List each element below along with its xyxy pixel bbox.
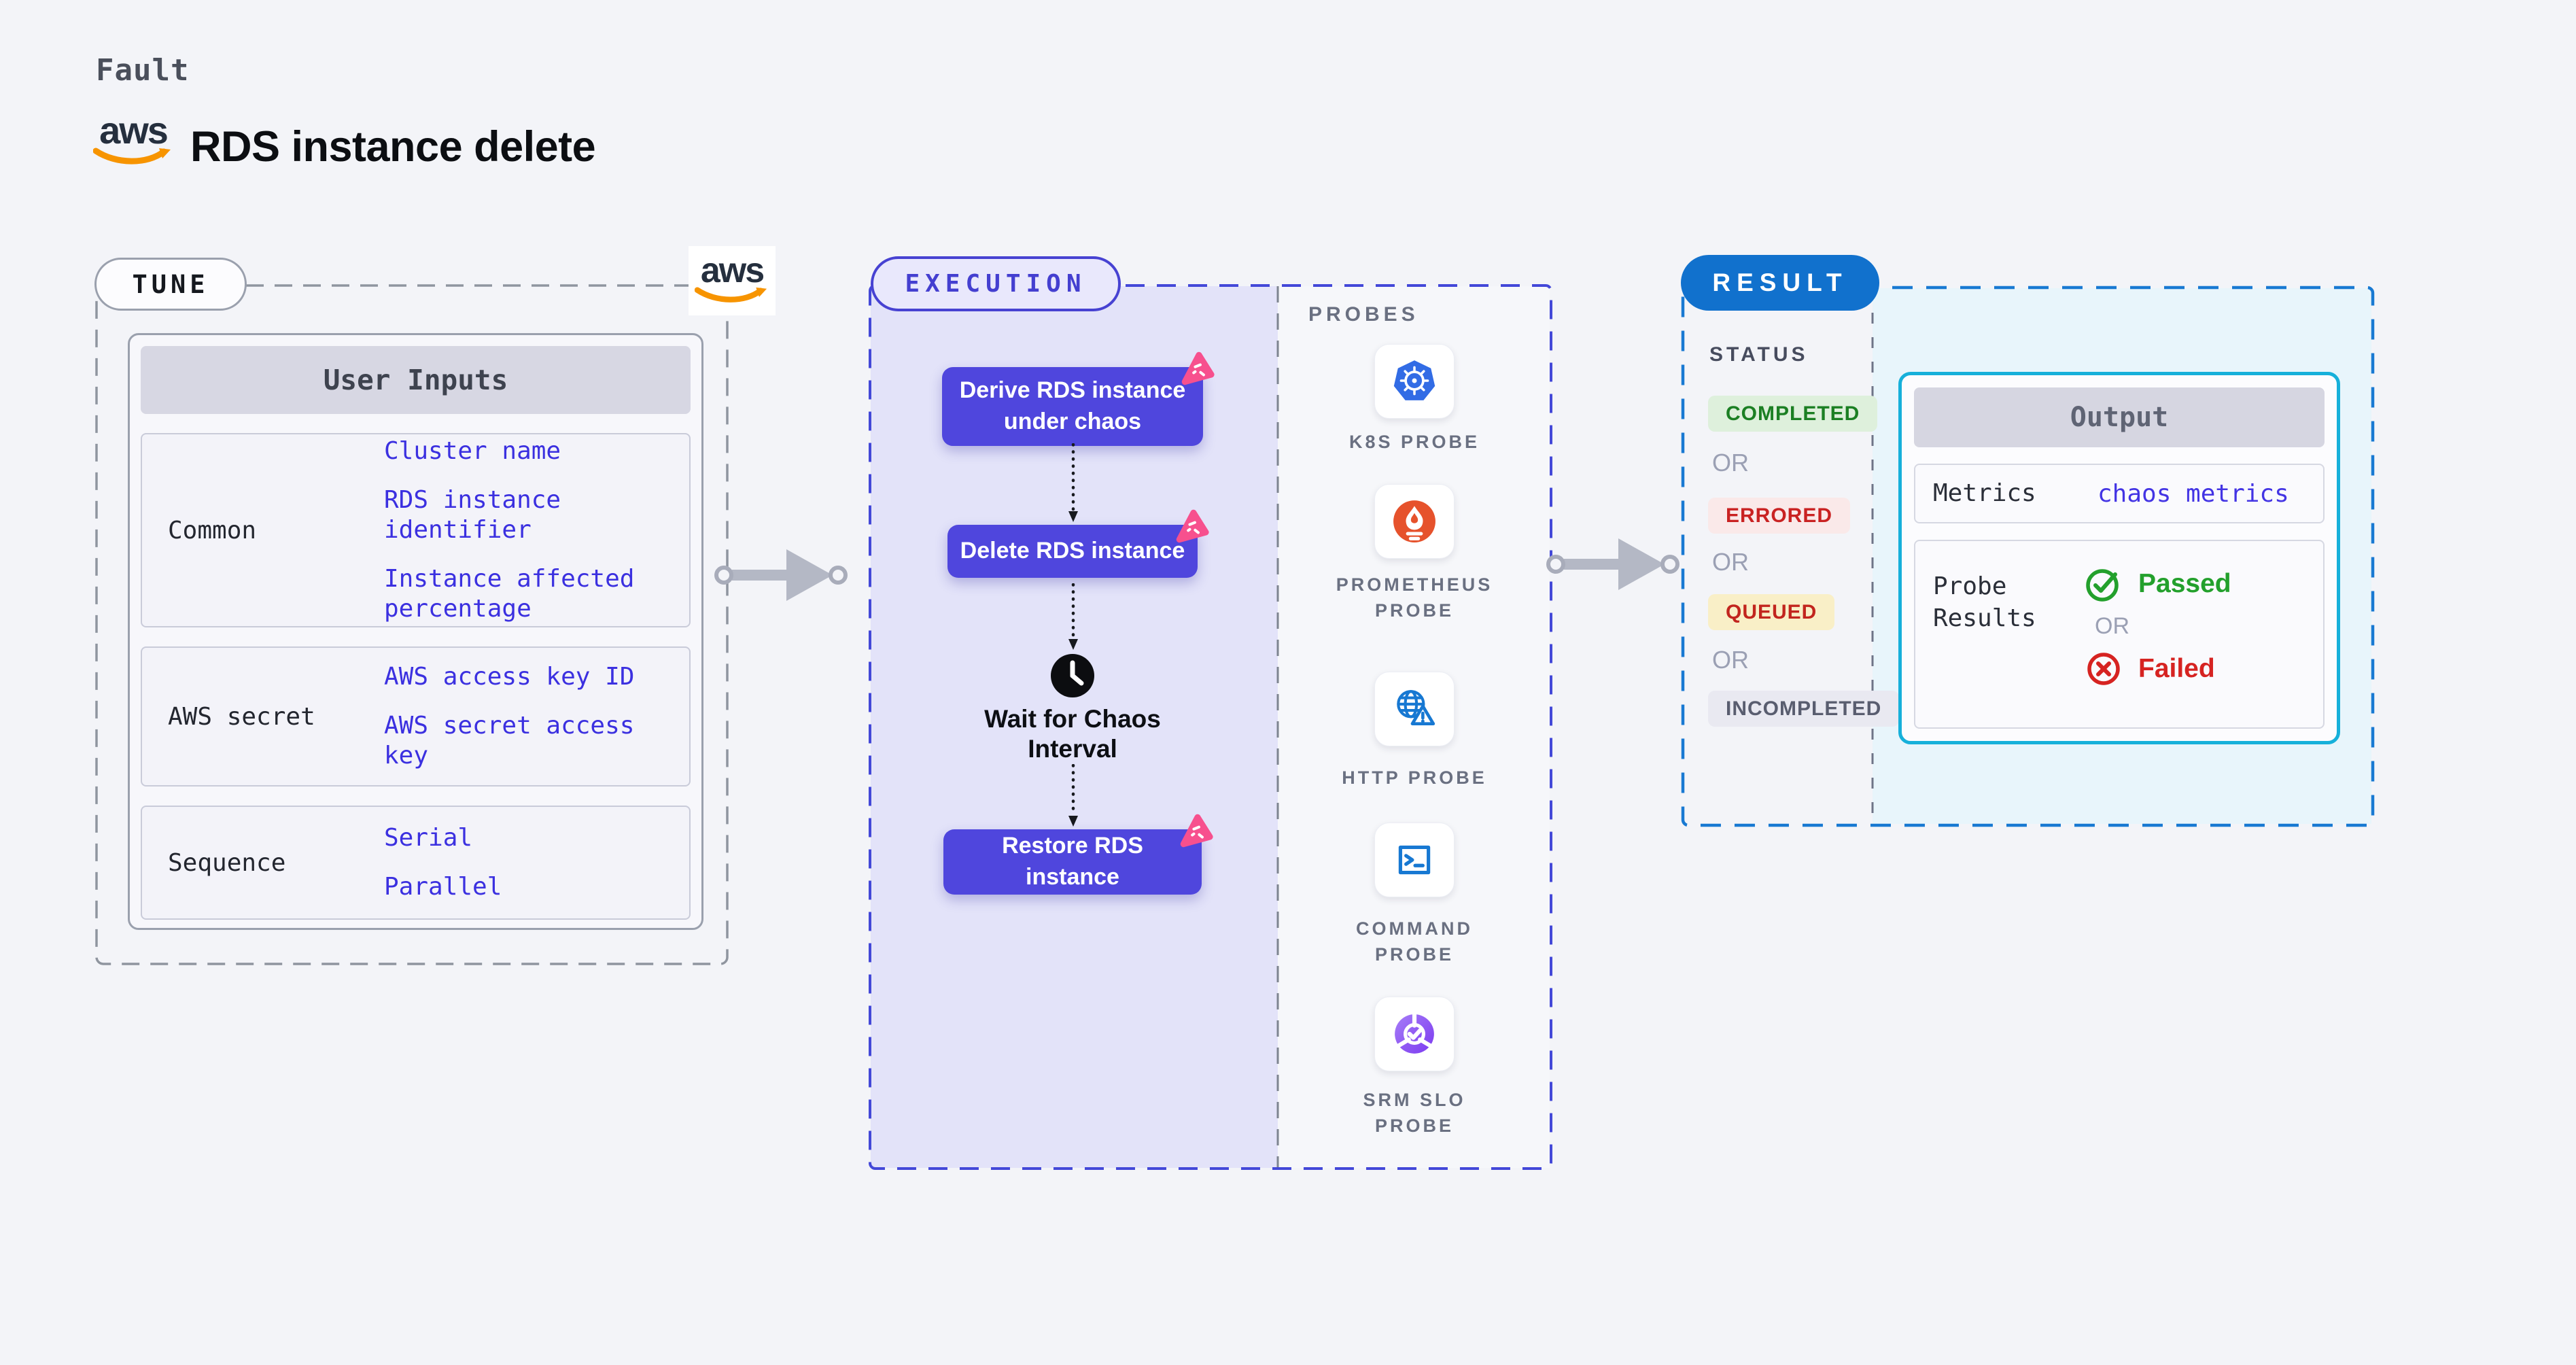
aws-logo-text: aws xyxy=(99,109,169,152)
status-badge-errored: ERRORED xyxy=(1708,498,1851,534)
or-label: OR xyxy=(1712,646,1749,674)
aws-logo-corner: aws xyxy=(689,246,776,315)
row-label: Sequence xyxy=(168,848,286,877)
flow-connector-icon xyxy=(1068,583,1078,650)
row-label: Common xyxy=(168,516,257,545)
user-inputs-header: User Inputs xyxy=(141,346,691,414)
chaos-metrics-link[interactable]: chaos metrics xyxy=(2098,479,2289,508)
or-label: OR xyxy=(1712,548,1749,576)
chaos-icon xyxy=(1180,814,1213,848)
metrics-label: Metrics xyxy=(1933,479,2036,507)
verdict-failed: Failed xyxy=(2085,651,2231,687)
or-label: OR xyxy=(1712,449,1749,477)
status-badge-completed: COMPLETED xyxy=(1708,396,1878,432)
aws-logo: aws xyxy=(93,111,173,167)
chaos-icon xyxy=(1181,351,1215,385)
failed-label: Failed xyxy=(2138,654,2215,683)
probe-label-http: HTTP PROBE xyxy=(1342,767,1487,788)
probes-title: PROBES xyxy=(1308,303,1419,326)
aws-swoosh-icon xyxy=(695,287,767,303)
step-derive-rds: Derive RDS instance under chaos xyxy=(942,351,1215,446)
input-link[interactable]: Instance affected percentage xyxy=(384,564,635,623)
input-link[interactable]: AWS secret access key xyxy=(384,712,635,770)
user-inputs-row-sequence: Sequence Serial Parallel xyxy=(141,806,691,920)
aws-logo-text: aws xyxy=(700,251,765,291)
x-circle-icon xyxy=(2087,653,2120,685)
tune-badge-label: TUNE xyxy=(132,269,209,299)
kubernetes-icon xyxy=(1393,360,1435,400)
step-label: Derive RDS instance under chaos xyxy=(959,377,1186,434)
result-badge: RESULT xyxy=(1681,255,1879,311)
passed-label: Passed xyxy=(2138,569,2231,598)
probe-label-prometheus: PROMETHEUS PROBE xyxy=(1336,574,1493,621)
input-link[interactable]: Parallel xyxy=(384,873,502,901)
flow-connector-icon xyxy=(1068,443,1078,522)
prometheus-icon xyxy=(1393,500,1435,542)
status-title: STATUS xyxy=(1709,343,1809,366)
metrics-row: Metrics chaos metrics xyxy=(1914,464,2325,523)
execution-badge-label: EXECUTION xyxy=(905,270,1087,298)
input-link[interactable]: RDS instance identifier xyxy=(384,486,561,545)
input-link[interactable]: AWS access key ID xyxy=(384,663,635,691)
user-inputs-row-common: Common Cluster name RDS instance identif… xyxy=(141,433,691,627)
row-label: AWS secret xyxy=(168,702,315,731)
tune-badge: TUNE xyxy=(94,258,247,311)
or-label: OR xyxy=(2095,613,2129,639)
step-restore-rds: Restore RDS instance xyxy=(943,814,1213,895)
result-badge-label: RESULT xyxy=(1712,269,1848,296)
flow-connector-icon xyxy=(1068,764,1078,827)
status-badge-queued: QUEUED xyxy=(1708,594,1835,630)
step-label: Delete RDS instance xyxy=(960,538,1185,564)
probe-card-http xyxy=(1374,672,1455,746)
probe-card-k8s xyxy=(1374,344,1455,419)
execution-badge: EXECUTION xyxy=(871,256,1121,311)
wait-chaos-interval-label: Wait for Chaos Interval xyxy=(984,705,1161,763)
user-inputs-card: User Inputs Common Cluster name RDS inst… xyxy=(128,333,703,930)
probe-results-row: Probe Results Passed OR Failed xyxy=(1914,540,2325,729)
step-label: Restore RDS instance xyxy=(1002,833,1143,890)
input-link[interactable]: Cluster name xyxy=(384,437,561,466)
check-circle-icon xyxy=(2086,569,2119,602)
arrow-tune-to-execution-icon xyxy=(714,549,848,601)
arrow-execution-to-result-icon xyxy=(1546,538,1679,590)
probe-card-prometheus xyxy=(1374,484,1455,559)
input-link[interactable]: Serial xyxy=(384,824,473,852)
aws-swoosh-icon xyxy=(93,148,171,165)
terminal-icon xyxy=(1398,845,1431,875)
probe-label-command: COMMAND PROBE xyxy=(1356,918,1473,965)
user-inputs-row-aws-secret: AWS secret AWS access key ID AWS secret … xyxy=(141,646,691,787)
clock-icon xyxy=(1051,654,1094,697)
http-globe-icon xyxy=(1397,690,1435,725)
probe-results-label: Probe Results xyxy=(1933,572,2036,632)
chaos-icon xyxy=(1176,509,1209,543)
status-badge-incompleted: INCOMPLETED xyxy=(1708,691,1900,727)
probe-card-command xyxy=(1374,823,1455,897)
srm-slo-icon xyxy=(1395,1012,1434,1054)
output-header: Output xyxy=(1914,387,2325,447)
step-delete-rds: Delete RDS instance xyxy=(947,509,1209,578)
verdict-passed: Passed xyxy=(2085,566,2231,602)
tune-panel-border xyxy=(95,284,729,965)
probe-label-srm-slo: SRM SLO PROBE xyxy=(1363,1090,1466,1136)
page-title: RDS instance delete xyxy=(190,123,596,171)
probe-label-k8s: K8S PROBE xyxy=(1348,432,1480,452)
fault-eyebrow: Fault xyxy=(96,53,190,88)
probe-card-srm-slo xyxy=(1374,997,1455,1071)
output-card: Output Metrics chaos metrics Probe Resul… xyxy=(1898,372,2340,744)
